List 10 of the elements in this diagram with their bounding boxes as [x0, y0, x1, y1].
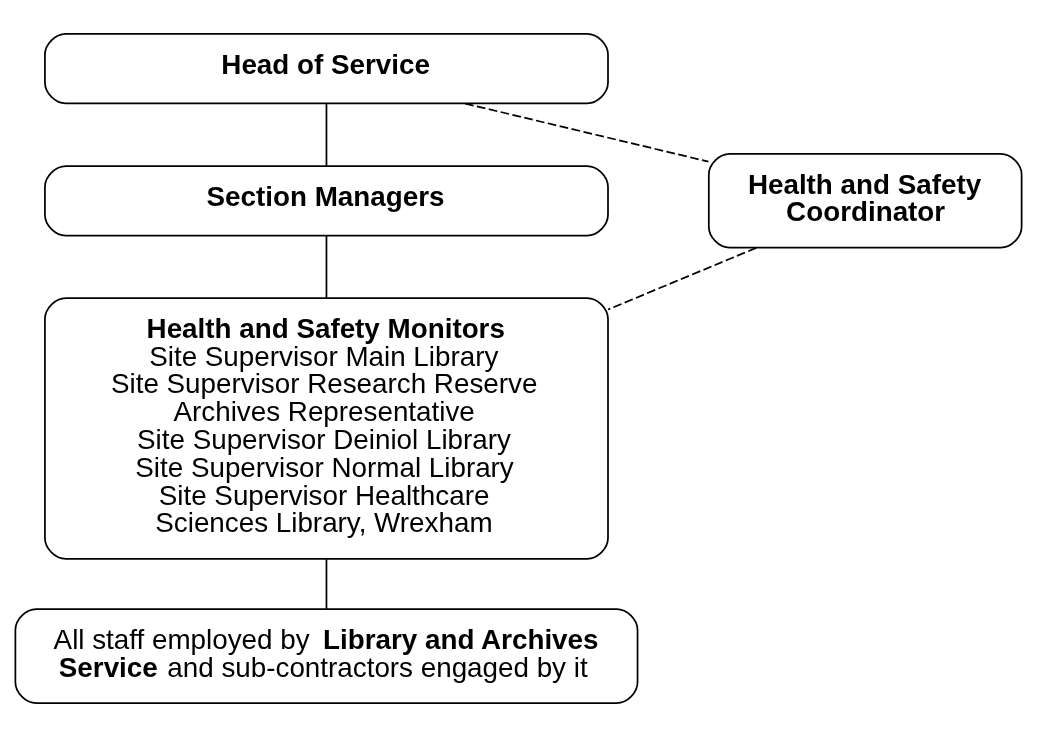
connector [464, 102, 710, 162]
node-box: Health and Safety Coordinator [707, 152, 1023, 249]
connector [325, 234, 328, 299]
node-box: Head of Service [44, 32, 609, 104]
node-box: Section Managers [44, 164, 609, 236]
node-box: Health and Safety Monitors Site Supervisor Main Library Site Supervisor Research Reserve Archives Representative Site Supervisor Deiniol Library Site Supervisor Normal Library Site Supervisor Healthcare Sciences Library, Wrexham [44, 296, 609, 560]
node-box: All staff employed by Library and Archives Service and sub-contractors engaged by it [14, 607, 639, 704]
connector [607, 246, 758, 310]
connector [325, 557, 328, 610]
connector [325, 102, 328, 166]
